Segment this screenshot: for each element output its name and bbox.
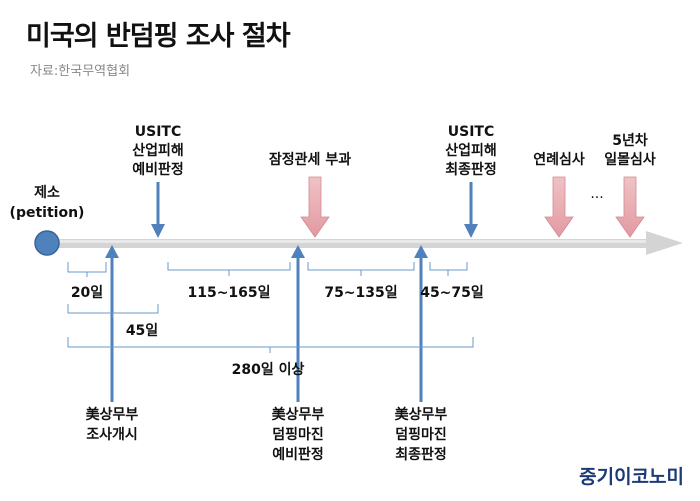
event-itc-final-line-3: 최종판정	[445, 161, 497, 178]
event-doc-prelim-label: 美상무부 덤핑마진 예비판정	[272, 406, 325, 463]
start-label-line-1: 제소	[34, 185, 60, 201]
event-itc-final-label: USITC 산업피해 최종판정	[445, 124, 497, 178]
event-sunset-review-line-2: 일몰심사	[604, 152, 656, 168]
event-doc-final-line-3: 최종판정	[395, 446, 447, 463]
event-doc-initiation-label: 美상무부 조사개시	[86, 406, 139, 443]
arrow-provisional-duty	[300, 176, 330, 238]
event-sunset-review-line-1: 5년차	[612, 133, 648, 149]
event-doc-final-line-1: 美상무부	[395, 406, 448, 423]
bracket-75-135-days	[307, 262, 415, 276]
timeline-axis	[50, 231, 683, 255]
bracket-45-75-days	[429, 262, 468, 276]
bracket-115-165-days	[167, 262, 291, 276]
page-title: 미국의 반덤핑 조사 절차	[26, 21, 291, 52]
interval-45-days: 45일	[126, 323, 158, 339]
event-doc-prelim-line-2: 덤핑마진	[272, 426, 324, 443]
arrow-itc-prelim	[151, 182, 165, 238]
arrow-doc-initiation	[105, 245, 119, 402]
event-sunset-review-label: 5년차 일몰심사	[604, 133, 656, 168]
event-doc-prelim-line-3: 예비판정	[272, 446, 324, 463]
event-doc-final-line-2: 덤핑마진	[395, 426, 447, 443]
event-itc-prelim-line-1: USITC	[135, 124, 181, 140]
event-itc-final-line-2: 산업피해	[445, 142, 497, 159]
bracket-20-days	[67, 262, 107, 277]
event-doc-prelim-line-1: 美상무부	[272, 406, 325, 423]
interval-280-days: 280일 이상	[232, 361, 305, 378]
event-doc-initiation-line-2: 조사개시	[86, 427, 138, 443]
interval-45-75-days: 45~75일	[420, 285, 484, 301]
start-label-line-2: (petition)	[10, 205, 85, 221]
brand-logo-text: 중기이코노미	[579, 466, 684, 488]
event-provisional-duty-label: 잠정관세 부과	[269, 151, 351, 168]
event-itc-final-line-1: USITC	[448, 124, 494, 140]
bracket-45-days	[67, 304, 159, 318]
event-itc-prelim-line-3: 예비판정	[132, 161, 184, 178]
arrow-doc-final	[414, 245, 428, 402]
bracket-280-days	[67, 337, 474, 353]
interval-75-135-days: 75~135일	[324, 285, 397, 301]
interval-115-165-days: 115~165일	[187, 285, 270, 301]
event-itc-prelim-line-2: 산업피해	[132, 142, 184, 159]
arrow-doc-prelim	[291, 245, 305, 402]
event-doc-initiation-line-1: 美상무부	[86, 406, 139, 423]
arrow-sunset-review	[615, 176, 645, 238]
arrow-itc-final	[464, 182, 478, 238]
event-itc-prelim-label: USITC 산업피해 예비판정	[132, 124, 184, 178]
source-note: 자료:한국무역협회	[30, 64, 131, 79]
interval-20-days: 20일	[71, 285, 103, 301]
event-doc-final-label: 美상무부 덤핑마진 최종판정	[395, 406, 448, 463]
event-annual-review-label: 연례심사	[533, 152, 585, 168]
arrow-annual-review	[544, 176, 574, 238]
ellipsis: ···	[590, 190, 603, 206]
start-dot	[34, 230, 60, 256]
